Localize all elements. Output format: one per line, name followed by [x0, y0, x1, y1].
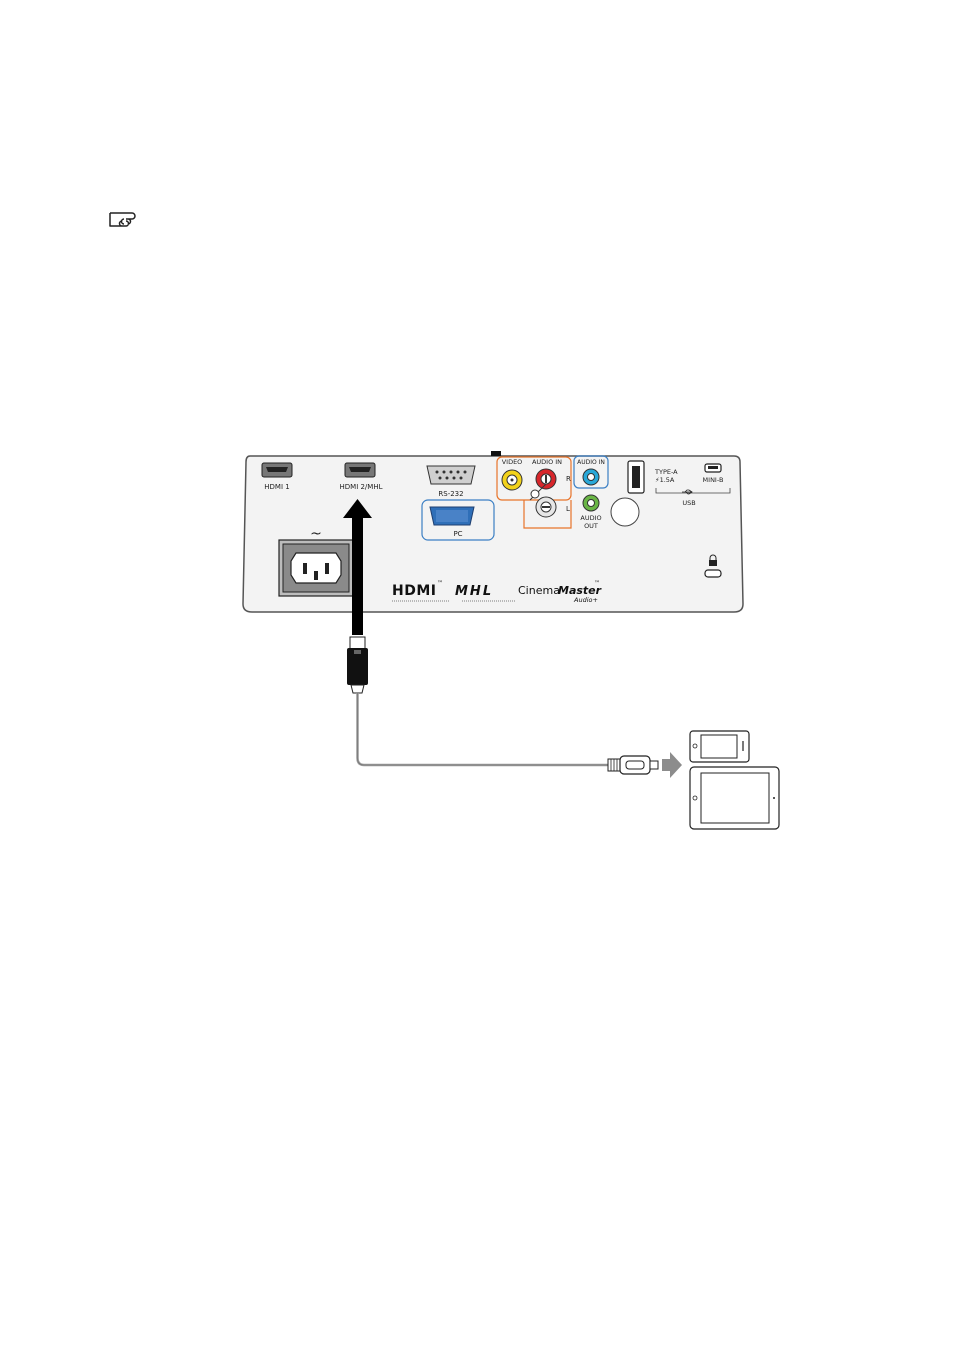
- usb-type-a-port: TYPE-A ⚡1.5A: [627, 460, 678, 494]
- svg-text:™: ™: [437, 580, 443, 587]
- type-a-label-1: TYPE-A: [654, 468, 678, 476]
- type-a-label-2: ⚡1.5A: [655, 476, 675, 484]
- hdmi2-mhl-port: HDMI 2/MHL: [340, 462, 383, 491]
- av-input-highlight: [496, 456, 572, 501]
- arrow-right-icon: [662, 752, 682, 778]
- arrow-up-icon: [343, 499, 372, 635]
- mini-b-label: MINI-B: [703, 476, 724, 484]
- brand-logos: HDMI ™ MHL Cinema Master ™ Audio+: [392, 580, 602, 604]
- usb-icon: [682, 489, 693, 495]
- video-label: VIDEO: [502, 458, 523, 466]
- usb-label: USB: [682, 499, 695, 507]
- pointing-hand-icon: [109, 212, 136, 227]
- pc-label: PC: [453, 530, 462, 538]
- usb-bracket: USB: [655, 488, 731, 507]
- mhl-logo: MHL: [455, 584, 493, 599]
- smartphone-icon: [689, 730, 750, 763]
- audio-plus-logo: Audio+: [573, 596, 598, 604]
- lock-icon: [709, 554, 717, 566]
- audio-in-rl-label: AUDIO IN: [532, 458, 562, 466]
- master-logo: Master: [558, 584, 602, 597]
- audio-out-label-2: OUT: [584, 522, 598, 530]
- hdmi2-mhl-label: HDMI 2/MHL: [340, 483, 383, 491]
- rs232-port: RS-232: [426, 465, 476, 498]
- svg-text:™: ™: [594, 580, 600, 587]
- cinema-logo: Cinema: [518, 584, 560, 597]
- ir-sensor: [610, 497, 640, 527]
- audio-out-label-1: AUDIO: [580, 514, 601, 522]
- power-socket: ~: [278, 526, 354, 597]
- security-slot: [704, 569, 722, 578]
- hdmi1-label: HDMI 1: [264, 483, 289, 491]
- audio-l-label: L: [566, 505, 570, 513]
- audio-in-rl-ports: AUDIO IN R L: [529, 458, 571, 518]
- pc-vga-port: PC: [421, 499, 495, 541]
- rs232-label: RS-232: [438, 490, 463, 498]
- mhl-cable: [356, 693, 610, 767]
- ac-symbol: ~: [310, 526, 322, 542]
- tablet-icon: [689, 766, 780, 830]
- audio-r-label: R: [566, 475, 571, 483]
- hdmi1-port: HDMI 1: [261, 462, 293, 491]
- projector-rear-panel: HDMI 1 HDMI 2/MHL RS-232 PC: [242, 451, 744, 613]
- video-port: VIDEO: [501, 458, 523, 491]
- audio-in-port: AUDIO IN: [573, 455, 609, 489]
- audio-in-label: AUDIO IN: [577, 459, 605, 466]
- hdmi-cable-plug: [347, 636, 368, 694]
- audio-out-port: AUDIO OUT: [580, 494, 602, 530]
- micro-usb-mhl-plug: [607, 755, 659, 775]
- hdmi-logo: HDMI: [392, 583, 436, 599]
- usb-mini-b-port: MINI-B: [703, 463, 724, 484]
